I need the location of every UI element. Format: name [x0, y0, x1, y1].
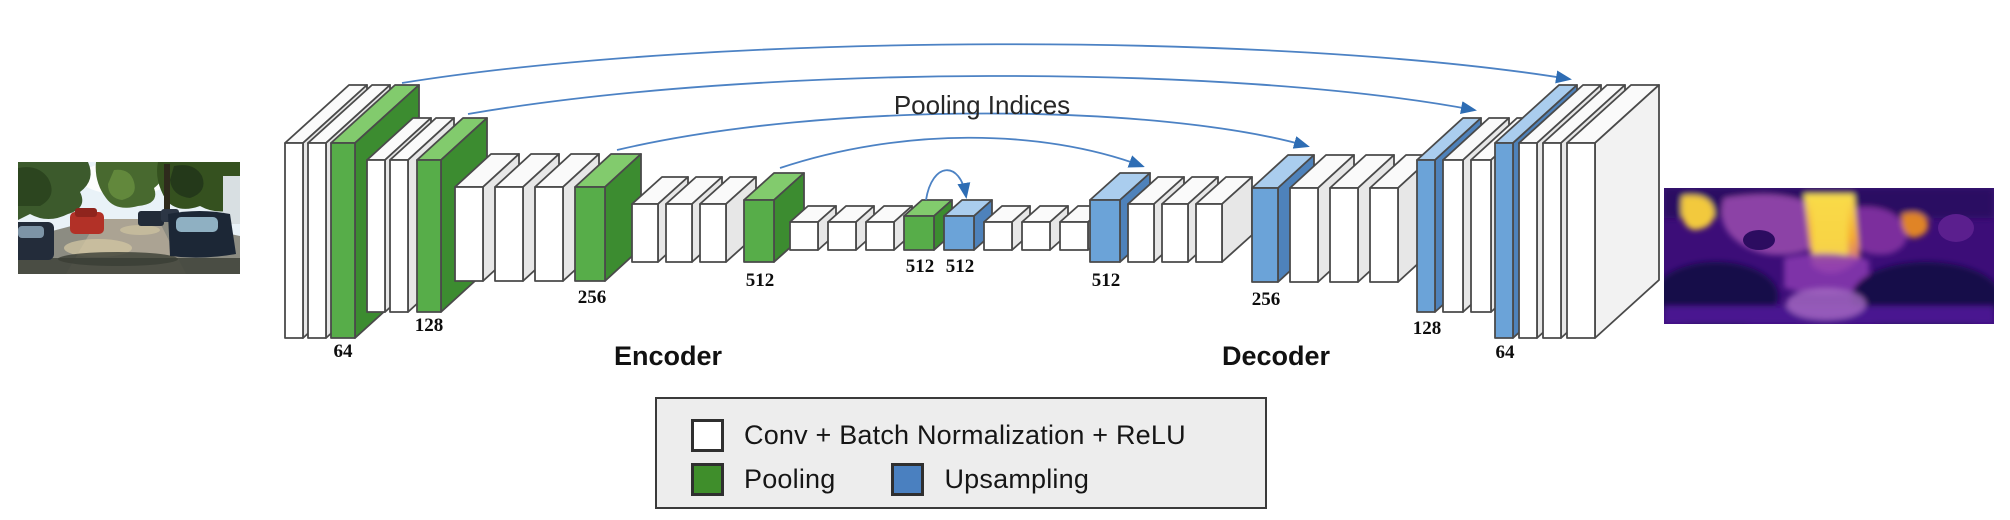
stage-label-enc-2: 128: [415, 315, 444, 336]
stage-label-enc-5: 512: [906, 256, 935, 277]
stage-label-enc-4: 512: [746, 270, 775, 291]
legend: Conv + Batch Normalization + ReLU Poolin…: [655, 397, 1267, 509]
decoder-label: Decoder: [1222, 341, 1331, 371]
pooling-indices-arc-1: [401, 43, 1572, 84]
stage-label-dec-1: 64: [1496, 342, 1516, 363]
dec-5-conv-block-2: [983, 205, 1031, 251]
stage-label-dec-4: 512: [1092, 270, 1121, 291]
output-depth-map: [1664, 188, 1994, 324]
stage-label-enc-1: 64: [334, 341, 354, 362]
input-street-image: [18, 162, 240, 274]
layer-blocks: [284, 84, 1660, 339]
input-cars: [18, 208, 236, 260]
pooling-indices-label: Pooling Indices: [894, 90, 1070, 120]
dec-5-conv-block-3: [1021, 205, 1069, 251]
pooling-indices-arc-4: [779, 136, 1145, 169]
stage-label-dec-5: 512: [946, 256, 975, 277]
dec-1-output-block-4: [1566, 84, 1660, 339]
upsampling-swatch-icon: [891, 462, 925, 496]
dec-4-conv-block-4: [1195, 176, 1253, 263]
legend-label-conv: Conv + Batch Normalization + ReLU: [744, 419, 1186, 450]
input-trees: [18, 162, 240, 224]
pooling-indices-arc-3: [616, 112, 1310, 151]
layer-stage-labels: 64 128 256 512 512 512 512 256 128 64: [334, 256, 1516, 363]
stage-label-enc-3: 256: [578, 287, 607, 308]
legend-label-upsampling: Upsampling: [944, 463, 1090, 494]
stage-label-dec-3: 256: [1252, 289, 1281, 310]
stage-label-dec-2: 128: [1413, 318, 1442, 339]
pooling-swatch-icon: [691, 462, 724, 496]
layer-pooling-indices-arcs: [401, 43, 1572, 201]
enc-3-pool-block-4: [574, 153, 642, 282]
legend-label-pooling: Pooling: [744, 463, 836, 494]
encoder-label: Encoder: [614, 341, 723, 371]
pooling-indices-arc-5: [925, 169, 971, 201]
legend-row-conv: Conv + Batch Normalization + ReLU: [691, 413, 1265, 457]
depth-blobs: [1664, 188, 1994, 324]
conv-swatch-icon: [691, 418, 724, 452]
legend-row-pool-upsample: Pooling Upsampling: [691, 457, 1265, 501]
pooling-indices-arc-2: [467, 75, 1477, 115]
